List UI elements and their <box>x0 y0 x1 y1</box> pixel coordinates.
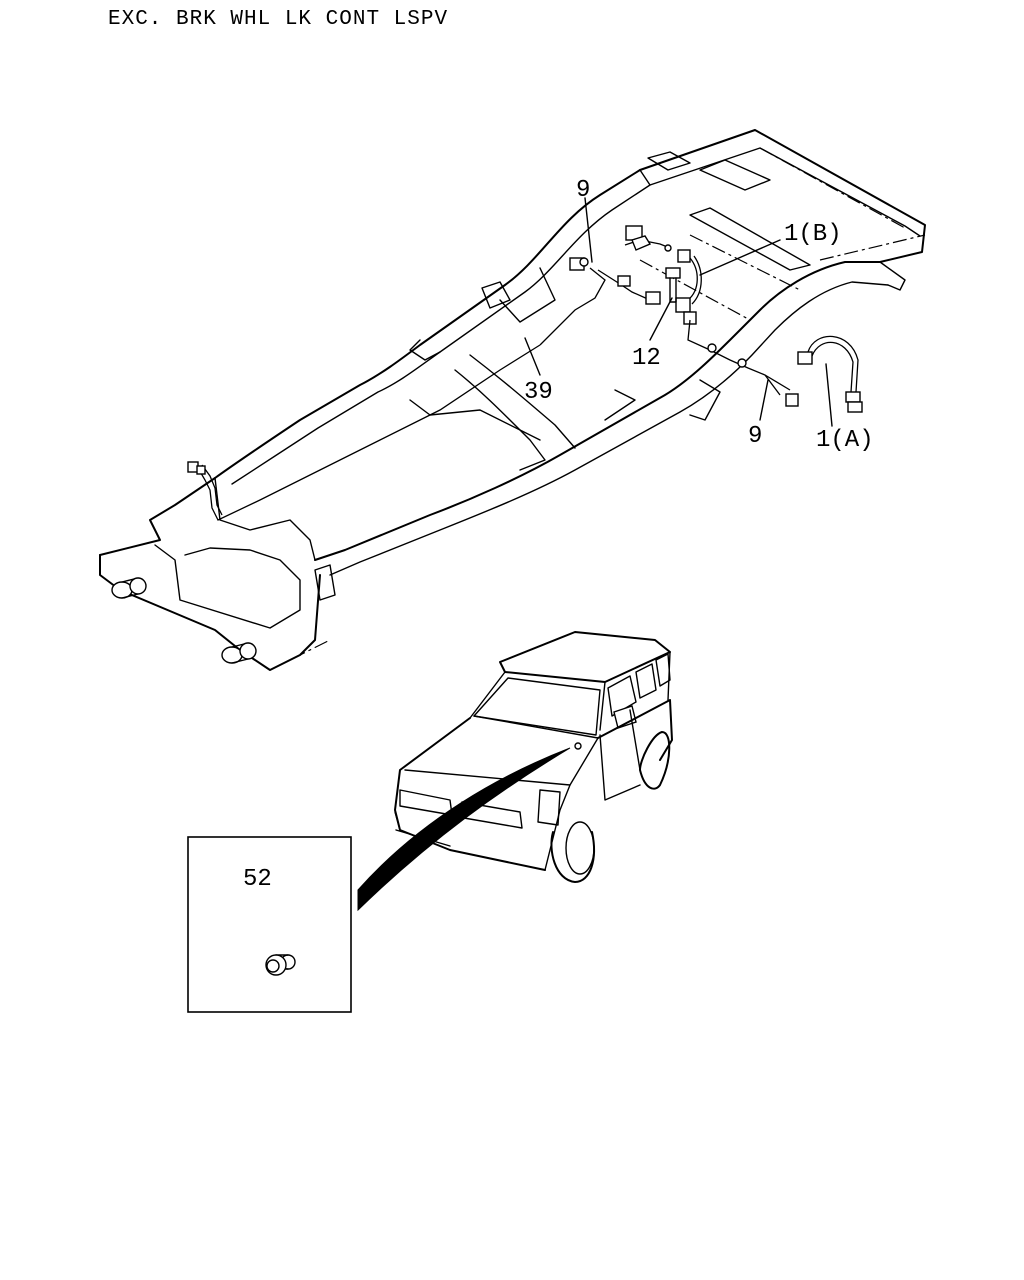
diagram-title: EXC. BRK WHL LK CONT LSPV <box>108 8 448 31</box>
callout-1b: 1(B) <box>784 221 842 248</box>
callout-52: 52 <box>243 866 272 893</box>
callout-9-lower: 9 <box>748 423 762 450</box>
callout-39: 39 <box>524 379 553 406</box>
callout-12: 12 <box>632 345 661 372</box>
vehicle-illustration <box>394 631 673 883</box>
callout-9-upper: 9 <box>576 177 590 204</box>
chassis-frame <box>99 129 926 671</box>
brake-pipe-39 <box>197 267 606 521</box>
plug-part-52 <box>265 954 296 976</box>
brake-pipe-fittings <box>187 225 863 475</box>
callout-1a: 1(A) <box>816 427 874 454</box>
detail-pointer <box>357 747 571 912</box>
detail-inset: 52 <box>187 836 352 1013</box>
